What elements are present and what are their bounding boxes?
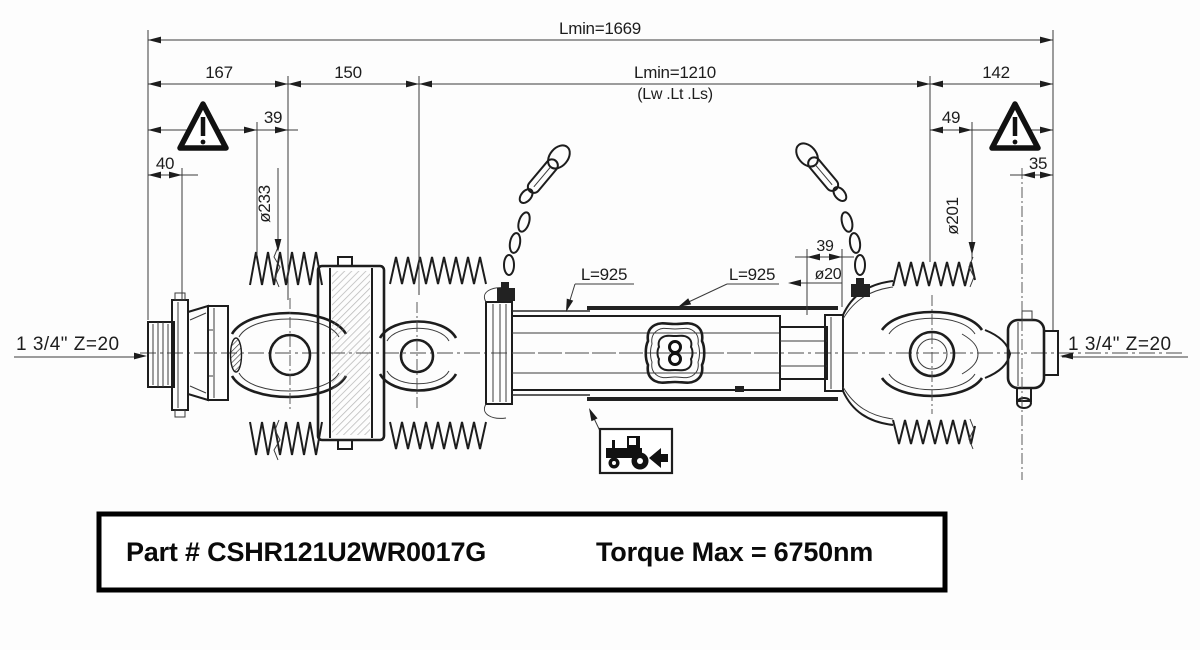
dim-dia-201: ø201 [943, 197, 962, 235]
tube-profile-symbol [644, 322, 706, 384]
safety-chain-right [795, 142, 870, 297]
left-collar [207, 305, 229, 401]
qr-pin [1016, 387, 1032, 402]
right-assembly [842, 256, 1059, 450]
dim-40: 40 [156, 154, 174, 173]
dim-l925-right: L=925 [729, 265, 775, 284]
profile-center-top-circle [668, 340, 682, 354]
u-joint-3 [880, 295, 984, 414]
exclamation-dot-right [1012, 139, 1018, 145]
direction-arrow-icon [649, 448, 668, 468]
torque-max-text: Torque Max = 6750nm [596, 537, 873, 567]
dimension-graphics: Lmin=1669 167 150 Lmin=1210 (Lw .Lt .Ls)… [14, 19, 1188, 480]
snap-hook-right [795, 142, 819, 168]
exclamation-dot-left [200, 139, 206, 145]
spline-label-left: 1 3/4" Z=20 [16, 334, 120, 355]
chain-anchor-left [497, 288, 515, 301]
dim-dia-20: ø20 [815, 266, 842, 283]
dim-167: 167 [205, 63, 232, 82]
u-joint-1 [229, 298, 348, 412]
warning-triangle-right [989, 101, 1041, 151]
dim-l925-left: L=925 [581, 265, 627, 284]
qr-collar [1006, 318, 1046, 390]
dim-35: 35 [1029, 154, 1047, 173]
center-shield-bellows [389, 256, 487, 450]
tractor-direction-box [585, 406, 674, 475]
dim-39-mid: 39 [816, 238, 834, 255]
left-shield-bellows [249, 246, 323, 461]
snap-hook-left [547, 144, 571, 170]
telescopic-tube [511, 306, 844, 401]
safety-chain-left [497, 144, 571, 301]
warning-triangle-left [177, 101, 229, 151]
shield-plate [824, 314, 844, 392]
dim-center-length: Lmin=1210 [634, 63, 716, 82]
dim-39-left: 39 [264, 108, 282, 127]
clutch-bolt-top [337, 256, 353, 267]
right-spline-stub [1043, 330, 1059, 376]
clutch-bolt-bottom [337, 439, 353, 450]
weld-nub [735, 386, 744, 392]
bearing-cup-1 [229, 337, 243, 373]
dim-49: 49 [942, 108, 960, 127]
dim-overall-length: Lmin=1669 [559, 19, 641, 38]
u-joint-2 [378, 302, 458, 410]
tractor-icon [606, 436, 649, 470]
dim-dia-233: ø233 [255, 185, 274, 223]
inner-tube-section [779, 326, 828, 380]
part-number-text: Part # CSHR121U2WR0017G [126, 537, 486, 567]
clutch-drum [316, 256, 386, 450]
chain-anchor-right [851, 284, 870, 297]
left-spline-stub [147, 321, 175, 388]
dim-142: 142 [982, 63, 1009, 82]
dim-center-length-sub: (Lw .Lt .Ls) [637, 86, 713, 103]
right-shield-bellows [892, 256, 976, 450]
quick-release-yoke [961, 310, 1059, 409]
part-label-box: Part # CSHR121U2WR0017G Torque Max = 675… [96, 511, 948, 593]
left-assembly [147, 246, 513, 461]
spline-label-right: 1 3/4" Z=20 [1068, 334, 1172, 355]
profile-center-bottom-circle [668, 352, 682, 366]
dim-150: 150 [334, 63, 361, 82]
